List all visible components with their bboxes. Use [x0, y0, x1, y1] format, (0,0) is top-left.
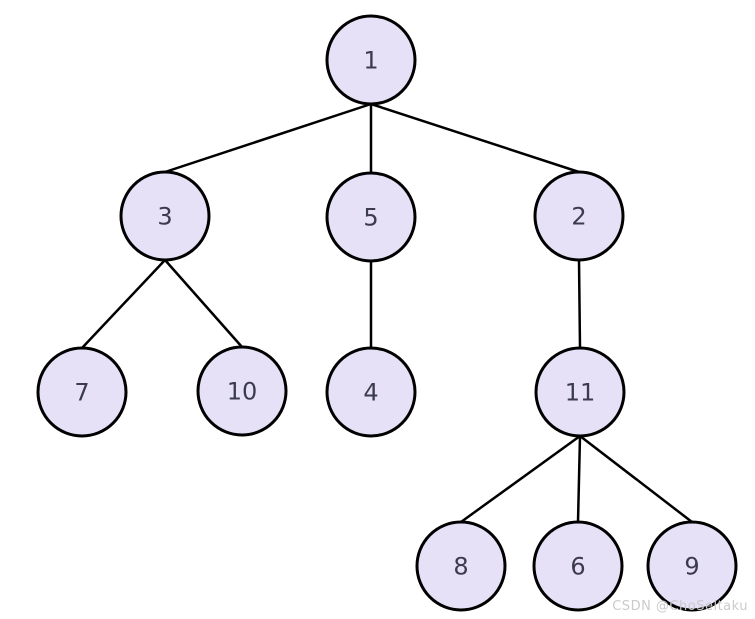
- tree-node-circle-5: [325, 171, 417, 263]
- tree-node-circle-11: [534, 346, 626, 438]
- tree-edge-3-7: [81, 259, 166, 349]
- tree-node-label-6: 6: [570, 552, 585, 580]
- tree-node-1: 1: [325, 14, 417, 106]
- tree-node-label-2: 2: [571, 202, 586, 230]
- tree-node-circle-10: [196, 345, 288, 437]
- tree-node-label-7: 7: [74, 378, 89, 406]
- tree-node-9: 9: [646, 520, 738, 612]
- tree-node-10: 10: [196, 345, 288, 437]
- tree-edge-11-8: [460, 434, 581, 524]
- tree-edge-11-6: [576, 435, 582, 523]
- tree-node-label-11: 11: [565, 378, 596, 406]
- tree-edge-11-9: [579, 435, 693, 523]
- tree-node-label-9: 9: [684, 552, 699, 580]
- tree-node-circle-1: [325, 14, 417, 106]
- tree-edge-3-10: [164, 259, 243, 348]
- tree-node-circle-7: [36, 346, 128, 438]
- tree-edge-1-3: [164, 102, 372, 174]
- tree-node-7: 7: [36, 346, 128, 438]
- tree-node-2: 2: [533, 170, 625, 262]
- tree-node-label-5: 5: [363, 203, 378, 231]
- tree-node-circle-6: [532, 520, 624, 612]
- tree-node-circle-9: [646, 520, 738, 612]
- tree-node-label-3: 3: [157, 202, 172, 230]
- tree-node-3: 3: [119, 170, 211, 262]
- tree-edge-1-2: [370, 102, 580, 174]
- tree-node-circle-4: [325, 346, 417, 438]
- tree-node-label-8: 8: [453, 552, 468, 580]
- tree-node-label-10: 10: [227, 377, 258, 405]
- tree-node-circle-8: [415, 520, 507, 612]
- tree-node-circle-2: [533, 170, 625, 262]
- tree-node-4: 4: [325, 346, 417, 438]
- tree-node-6: 6: [532, 520, 624, 612]
- tree-node-11: 11: [534, 346, 626, 438]
- tree-node-circle-3: [119, 170, 211, 262]
- tree-node-5: 5: [325, 171, 417, 263]
- tree-node-label-4: 4: [363, 378, 378, 406]
- tree-edge-2-11: [577, 259, 582, 349]
- tree-node-label-1: 1: [363, 46, 378, 74]
- tree-node-8: 8: [415, 520, 507, 612]
